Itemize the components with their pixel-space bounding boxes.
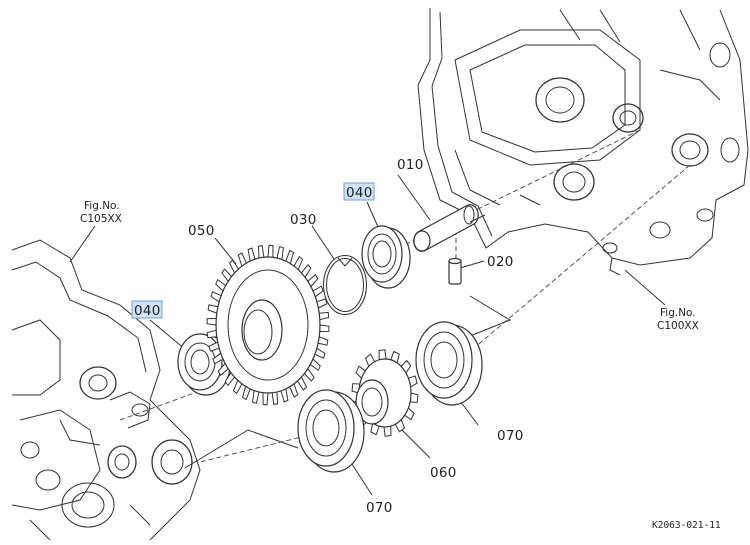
- callout-070-right[interactable]: 070: [497, 428, 524, 444]
- bearing-040-upper[interactable]: [361, 225, 411, 289]
- callout-070-lower[interactable]: 070: [366, 500, 393, 516]
- callout-060[interactable]: 060: [430, 465, 457, 481]
- callout-040-left[interactable]: 040: [134, 303, 161, 319]
- pin-020[interactable]: [448, 257, 462, 285]
- figure-ref-left-line1: Fig.No.: [84, 200, 120, 212]
- callout-040-upper[interactable]: 040: [346, 185, 373, 201]
- callout-010[interactable]: 010: [397, 157, 424, 173]
- figure-ref-right-line1: Fig.No.: [660, 307, 696, 319]
- callout-020[interactable]: 020: [487, 254, 514, 270]
- gear-teeth: [206, 244, 330, 406]
- figure-ref-right-line2: C100XX: [657, 320, 699, 332]
- drawing-number: K2063-021-11: [652, 520, 721, 531]
- left-housing: [11, 239, 201, 541]
- shaft-010[interactable]: [413, 204, 486, 252]
- gear-050-large[interactable]: [206, 244, 330, 406]
- callout-050[interactable]: 050: [188, 223, 215, 239]
- snap-ring-030[interactable]: [323, 255, 367, 315]
- figure-ref-right[interactable]: Fig.No. C100XX: [657, 307, 699, 332]
- bearing-070-lower[interactable]: [297, 389, 365, 473]
- callout-040-upper-highlight: [343, 182, 375, 201]
- callout-030[interactable]: 030: [290, 212, 317, 228]
- gear-060-small[interactable]: [351, 349, 419, 437]
- leader-lines: [69, 174, 666, 496]
- right-housing: [417, 8, 749, 276]
- callout-040-left-highlight: [131, 300, 163, 319]
- figure-ref-left[interactable]: Fig.No. C105XX: [80, 200, 122, 225]
- figure-ref-left-line2: C105XX: [80, 213, 122, 225]
- bearing-070-right[interactable]: [415, 321, 483, 406]
